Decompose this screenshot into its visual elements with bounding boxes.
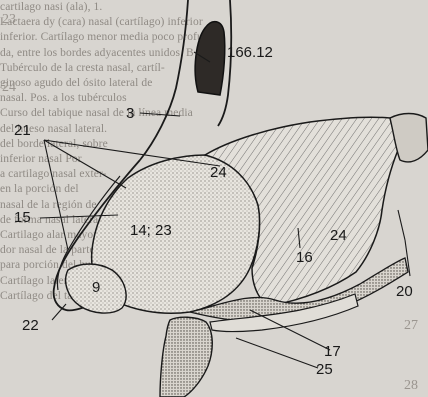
leader-21a [44, 140, 68, 250]
label-9: 9 [92, 279, 100, 296]
label-25: 25 [316, 361, 333, 378]
frontal-dark-region [195, 22, 225, 95]
label-20: 20 [396, 283, 413, 300]
label-15: 15 [14, 209, 31, 226]
leader-21c [44, 140, 220, 166]
label-17: 17 [324, 343, 341, 360]
leader-3 [140, 113, 180, 116]
nasal-bone-outline [140, 0, 188, 160]
label-3: 3 [126, 105, 134, 122]
label-22: 22 [22, 317, 39, 334]
label-24-right: 24 [330, 227, 347, 244]
leader-20b [398, 210, 405, 240]
leader-25 [236, 338, 318, 368]
label-21: 21 [14, 122, 31, 139]
maxillary-crest [160, 317, 212, 397]
label-16: 16 [296, 249, 313, 266]
label-166-12: 166.12 [227, 44, 273, 61]
label-24-top: 24 [210, 164, 227, 181]
label-14-23: 14; 23 [130, 222, 172, 239]
leader-21b [44, 140, 126, 188]
